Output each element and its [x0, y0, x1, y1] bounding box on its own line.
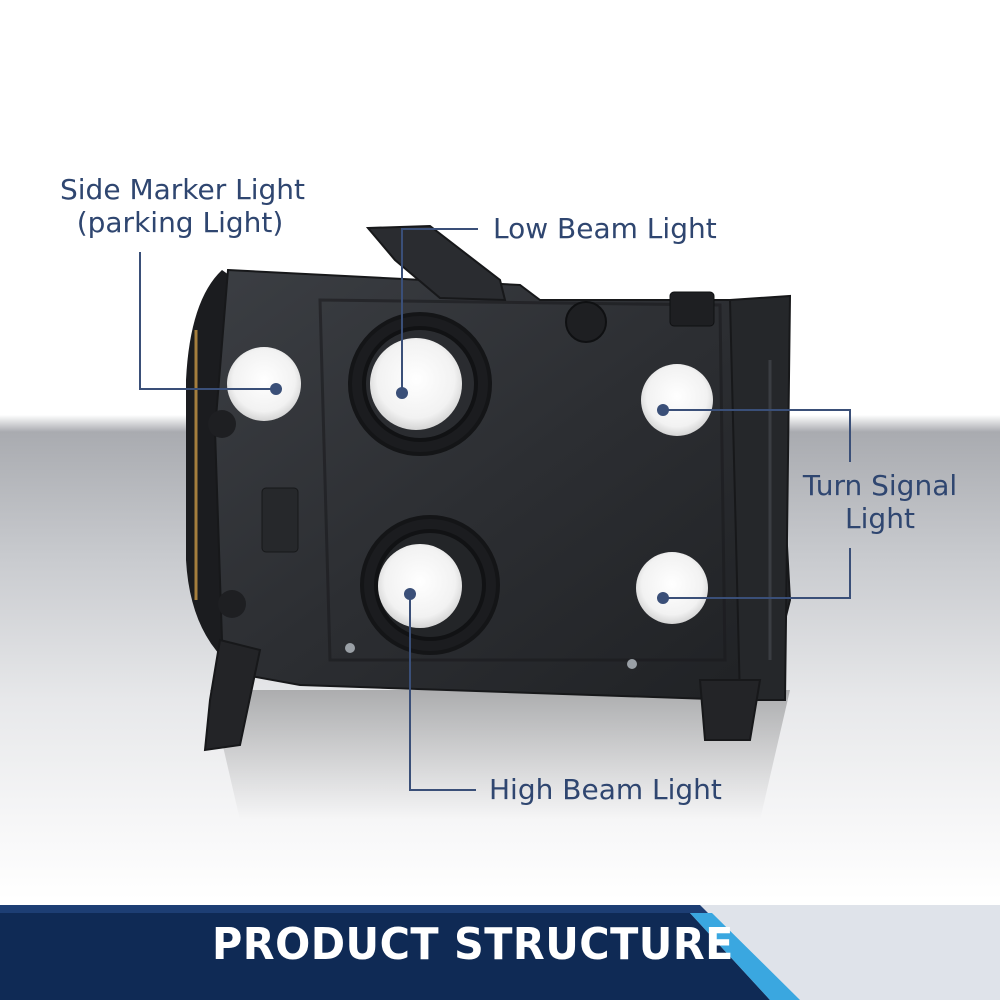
- banner-background: [0, 905, 1000, 1000]
- mount-pin-bottom: [218, 590, 246, 618]
- low-beam-bulb: [370, 338, 462, 430]
- connector-plug: [669, 291, 715, 327]
- turn-signal-leader-top: [663, 409, 851, 462]
- turn-signal-dot-bottom: [657, 592, 669, 604]
- high-beam-label: High Beam Light: [489, 773, 722, 806]
- adjuster-knob: [565, 301, 607, 343]
- banner-title: PRODUCT STRUCTURE: [212, 919, 734, 970]
- banner-accent-stripe: [690, 913, 800, 1000]
- screw: [627, 659, 637, 669]
- turn-signal-bulb-bottom: [636, 552, 708, 624]
- side-marker-bulb: [227, 347, 301, 421]
- low-beam-dot: [396, 387, 408, 399]
- label-tag: [261, 487, 299, 553]
- low-beam-leader: [401, 228, 478, 393]
- side-marker-label: Side Marker Light (parking Light): [60, 173, 306, 239]
- screw: [345, 643, 355, 653]
- turn-signal-leader-bottom: [663, 548, 851, 599]
- high-beam-leader: [409, 594, 476, 791]
- bottom-left-bracket: [203, 638, 262, 752]
- turn-signal-label: Turn Signal Light: [800, 469, 960, 535]
- right-side-panel: [728, 294, 792, 701]
- turn-signal-label-line2: Light: [845, 502, 915, 535]
- housing-body: [213, 268, 792, 702]
- high-beam-dot: [404, 588, 416, 600]
- side-marker-dot: [270, 383, 282, 395]
- turn-signal-dot-top: [657, 404, 669, 416]
- turn-signal-label-line1: Turn Signal: [802, 469, 958, 502]
- floor-reflection: [210, 690, 790, 820]
- product-structure-banner: PRODUCT STRUCTURE: [0, 905, 1000, 1000]
- high-beam-bulb: [378, 544, 462, 628]
- turn-signal-bulb-top: [641, 364, 713, 436]
- low-beam-label: Low Beam Light: [493, 212, 717, 245]
- side-marker-label-line2: (parking Light): [76, 206, 284, 239]
- callout-lines: [139, 228, 851, 791]
- mount-pin-top: [208, 410, 236, 438]
- side-marker-leader: [139, 252, 276, 390]
- bottom-right-bracket: [698, 679, 762, 741]
- side-marker-label-line1: Side Marker Light: [60, 173, 306, 206]
